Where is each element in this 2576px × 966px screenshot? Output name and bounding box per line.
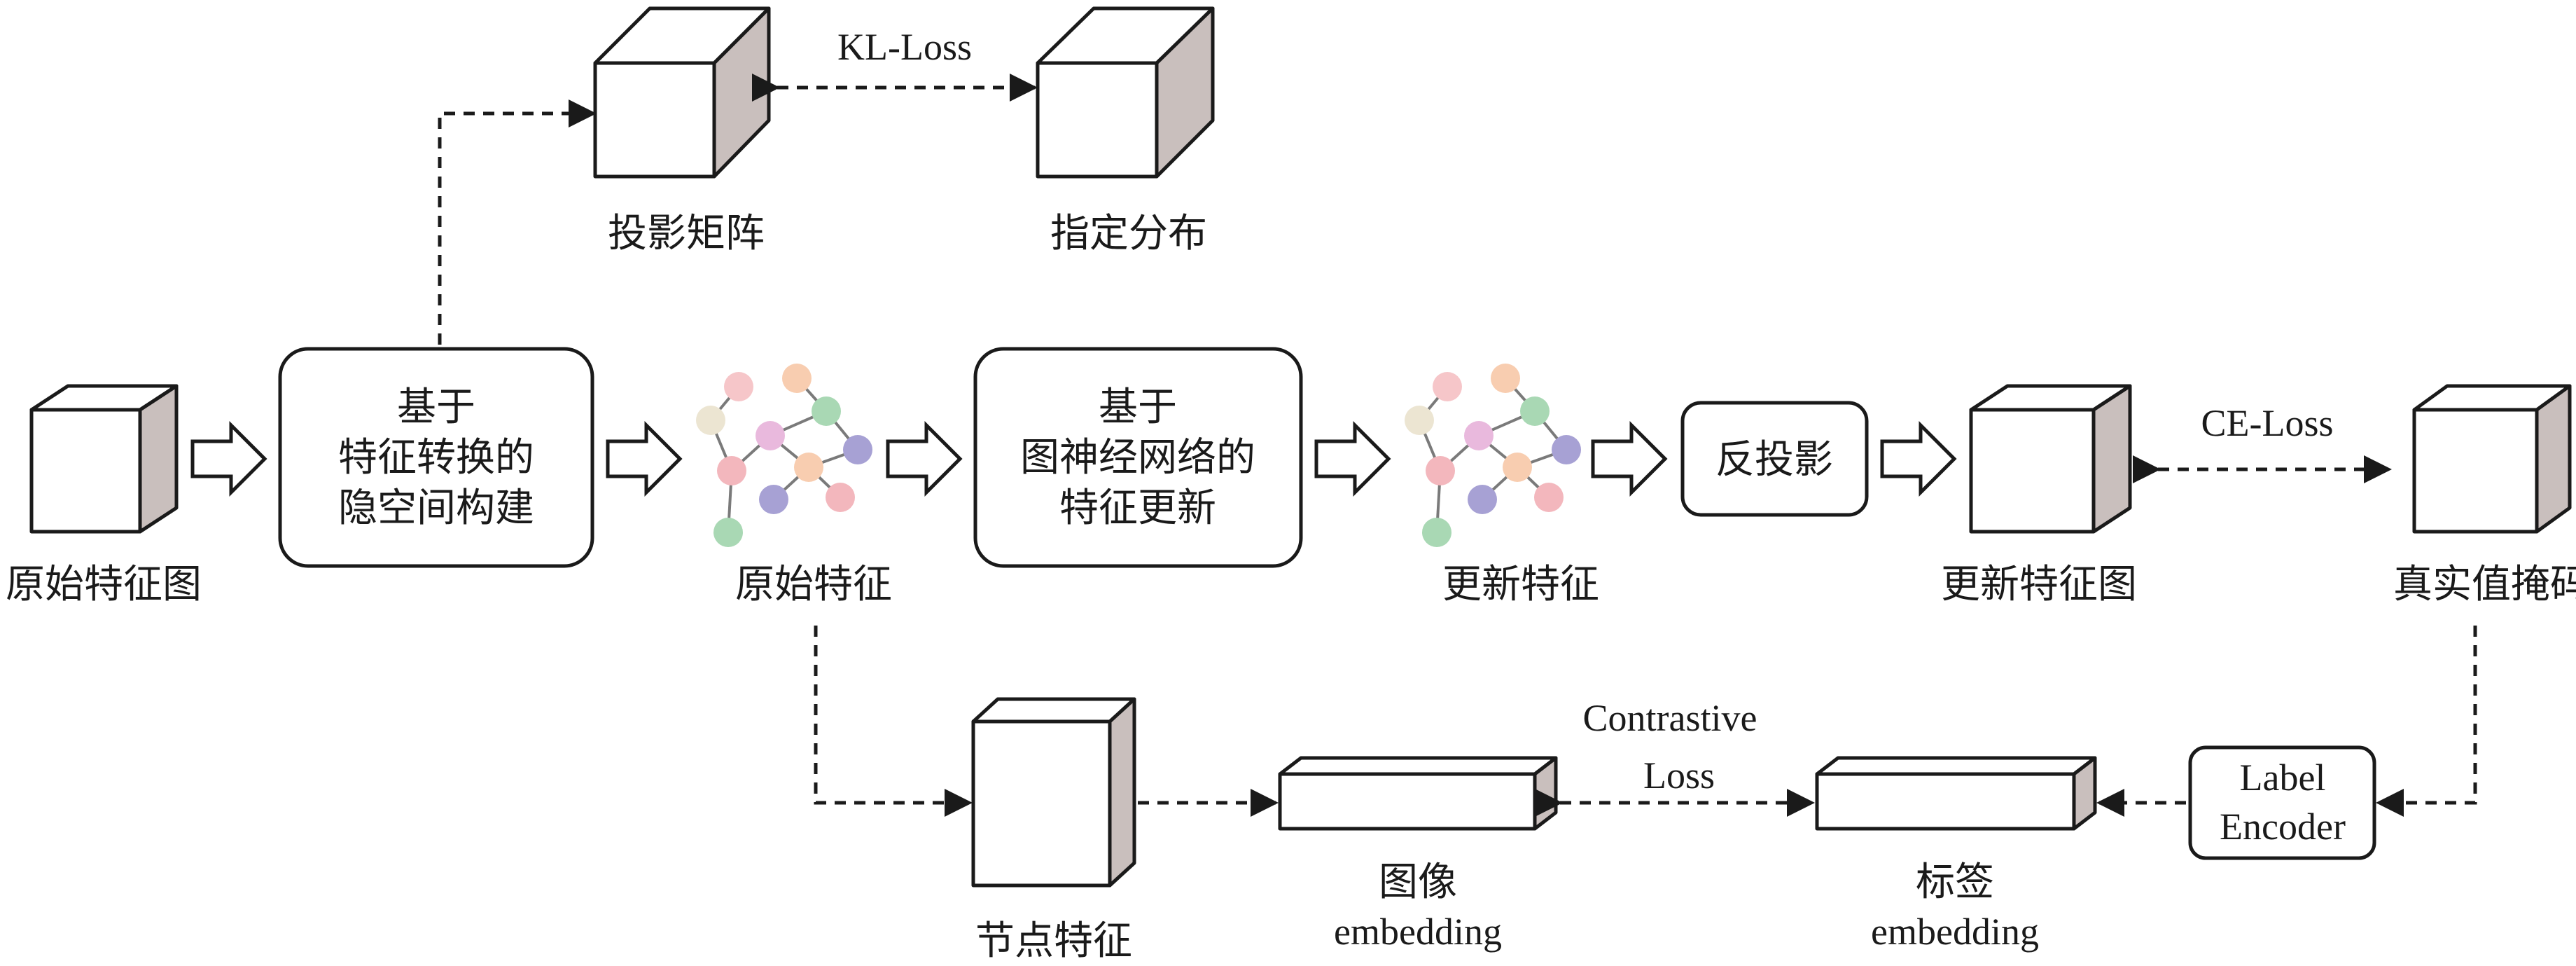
orig-feature-map-cube (29, 384, 179, 534)
gnn-box-line-1: 基于 (1099, 385, 1177, 430)
ground-truth-mask-cube (2412, 384, 2572, 534)
node-feature-cube (971, 697, 1136, 888)
projection-matrix-label: 投影矩阵 (608, 211, 765, 256)
updated-feature-graph (1405, 364, 1581, 547)
kl-loss-label: KL-Loss (837, 26, 972, 68)
orig-feature-label: 原始特征 (735, 562, 892, 607)
back-projection-label: 反投影 (1715, 437, 1833, 483)
node-branch-connector (814, 626, 973, 817)
projection-matrix-cube (593, 6, 771, 179)
contrastive-loss-label-2: Loss (1643, 754, 1715, 796)
hollow-arrow-4 (1314, 420, 1391, 497)
gnn-box-line-2: 图神经网络的 (1020, 435, 1255, 481)
updated-feature-label: 更新特征 (1442, 562, 1599, 607)
hollow-arrow-5 (1591, 420, 1668, 497)
hollow-arrow-2 (606, 420, 683, 497)
label-encoder-line-1: Label (2240, 757, 2326, 799)
specified-distribution-cube (1036, 6, 1215, 179)
kl-branch-connector (438, 99, 597, 345)
latent-space-box (278, 347, 594, 568)
label-embedding-label-1: 标签 (1916, 860, 1994, 905)
specified-distribution-label: 指定分布 (1050, 211, 1207, 256)
latent-box-line-3: 隐空间构建 (338, 485, 534, 531)
label-encoder-line-2: Encoder (2220, 806, 2346, 848)
label-embedding-label-2: embedding (1871, 911, 2039, 953)
hollow-arrow-6 (1880, 420, 1957, 497)
image-embedding-bar (1278, 756, 1558, 831)
contrastive-loss-label-1: Contrastive (1583, 697, 1757, 739)
ground-truth-mask-label: 真实值掩码 (2393, 562, 2576, 607)
latent-box-line-2: 特征转换的 (338, 435, 534, 481)
node-feature-label: 节点特征 (975, 918, 1132, 964)
label-embedding-bar (1815, 756, 2097, 831)
label-encoder-box (2188, 745, 2376, 860)
orig-feature-graph (696, 364, 872, 547)
gnn-box-line-3: 特征更新 (1059, 485, 1216, 531)
ce-loss-label: CE-Loss (2201, 402, 2334, 444)
updated-feature-map-cube (1969, 384, 2132, 534)
back-projection-box (1680, 401, 1869, 517)
latent-box-line-1: 基于 (397, 385, 475, 430)
image-embedding-label-1: 图像 (1379, 860, 1457, 905)
mask-to-encoder-connector (2376, 626, 2477, 817)
hollow-arrow-1 (190, 420, 267, 497)
hollow-arrow-3 (886, 420, 963, 497)
gnn-update-box (973, 347, 1303, 568)
orig-feature-map-label: 原始特征图 (6, 562, 202, 607)
updated-feature-map-label: 更新特征图 (1941, 562, 2137, 607)
image-embedding-label-2: embedding (1334, 911, 1502, 953)
